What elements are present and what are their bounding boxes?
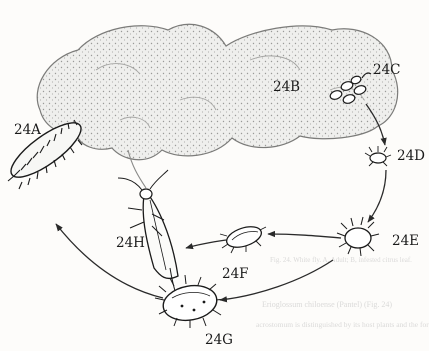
- label-24a: 24A: [14, 124, 41, 138]
- winged-adult: [118, 170, 178, 294]
- crawler-first-instar: [365, 146, 391, 166]
- mature-nymph: [155, 275, 225, 328]
- nymph-later-instar: [220, 223, 266, 253]
- label-24h: 24H: [116, 237, 145, 251]
- woolly-mass: [37, 24, 397, 159]
- nymph-second-instar: [337, 217, 379, 256]
- label-24d: 24D: [397, 150, 425, 164]
- label-24c: 24C: [373, 64, 401, 78]
- arrow-crawler-to-nymph: [368, 170, 386, 222]
- label-24e: 24E: [392, 235, 419, 249]
- label-24b: 24B: [273, 81, 300, 95]
- label-24f: 24F: [222, 268, 249, 282]
- arrow-nymph-to-later-nymph: [268, 234, 341, 238]
- arrow-later-nymph-to-adult: [186, 240, 226, 248]
- label-24g: 24G: [205, 334, 233, 348]
